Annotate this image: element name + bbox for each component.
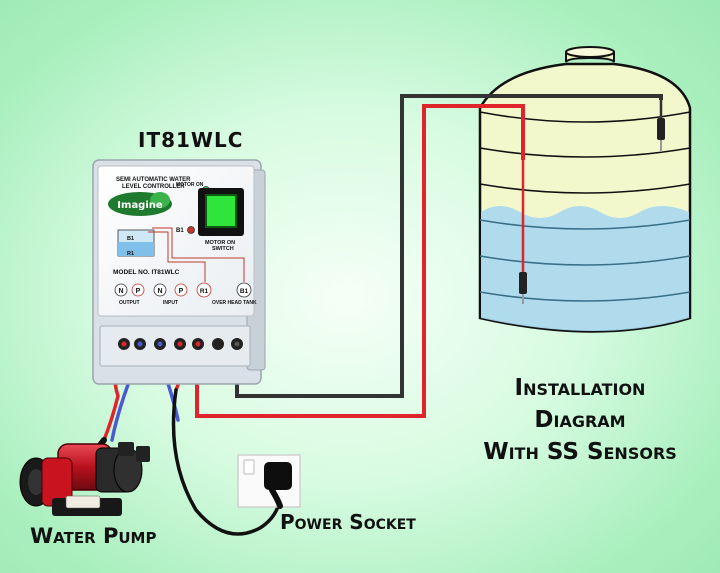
water-pump — [19, 442, 150, 516]
terminal-p-input: P — [179, 288, 184, 295]
black-probe — [657, 118, 665, 140]
model-number: MODEL NO. IT81WLC — [113, 269, 180, 276]
water-pump-label: Water Pump — [30, 524, 157, 548]
terminal-b1: B1 — [240, 288, 249, 295]
title-line-3: With SS Sensors — [483, 439, 677, 465]
tank-water — [481, 206, 689, 331]
b1-led-label: B1 — [176, 228, 184, 234]
b1-led — [187, 226, 195, 234]
title-line-1: Installation — [514, 375, 646, 401]
switch-label-1: MOTOR ON — [205, 240, 235, 246]
power-socket — [237, 454, 301, 509]
input-label: INPUT — [163, 300, 178, 306]
red-probe — [519, 272, 527, 294]
mini-tank-b1: B1 — [127, 236, 134, 242]
pump-badge — [65, 495, 101, 509]
terminal-label-row: N P N P R1 B1 OUTPUT INPUT OVER HEAD TAN… — [114, 282, 257, 306]
mini-tank-diagram: B1 R1 — [117, 227, 245, 282]
controller-heading-1: SEMI AUTOMATIC WATER — [116, 177, 191, 183]
terminal-p-output: P — [136, 288, 141, 295]
water-tank — [478, 46, 692, 333]
mini-tank-r1: R1 — [127, 251, 134, 257]
title-line-2: Diagram — [534, 407, 626, 433]
controller-heading-2: LEVEL CONTROLLER — [122, 184, 185, 190]
power-plug — [264, 462, 292, 490]
terminal-n-input: N — [157, 288, 162, 295]
brand-name: Imagine — [117, 200, 163, 211]
model-title: IT81WLC — [138, 128, 244, 152]
motor-on-led-label: MOTOR ON — [176, 182, 204, 188]
terminal-r1: R1 — [200, 288, 209, 295]
installation-diagram-title: Installation Diagram With SS Sensors — [470, 372, 690, 468]
controller-unit: SEMI AUTOMATIC WATER LEVEL CONTROLLER Im… — [92, 159, 266, 385]
overhead-tank-label: OVER HEAD TANK — [212, 300, 257, 306]
socket-switch[interactable] — [243, 459, 255, 475]
screw-terminals — [118, 338, 243, 350]
tank-ribs — [479, 111, 691, 302]
output-label: OUTPUT — [119, 300, 140, 306]
switch-label-2: SWITCH — [212, 246, 234, 252]
tank-lid-top — [565, 46, 615, 58]
power-socket-label: Power Socket — [280, 510, 416, 534]
terminal-n-output: N — [118, 288, 123, 295]
sensor-wires — [195, 94, 663, 418]
